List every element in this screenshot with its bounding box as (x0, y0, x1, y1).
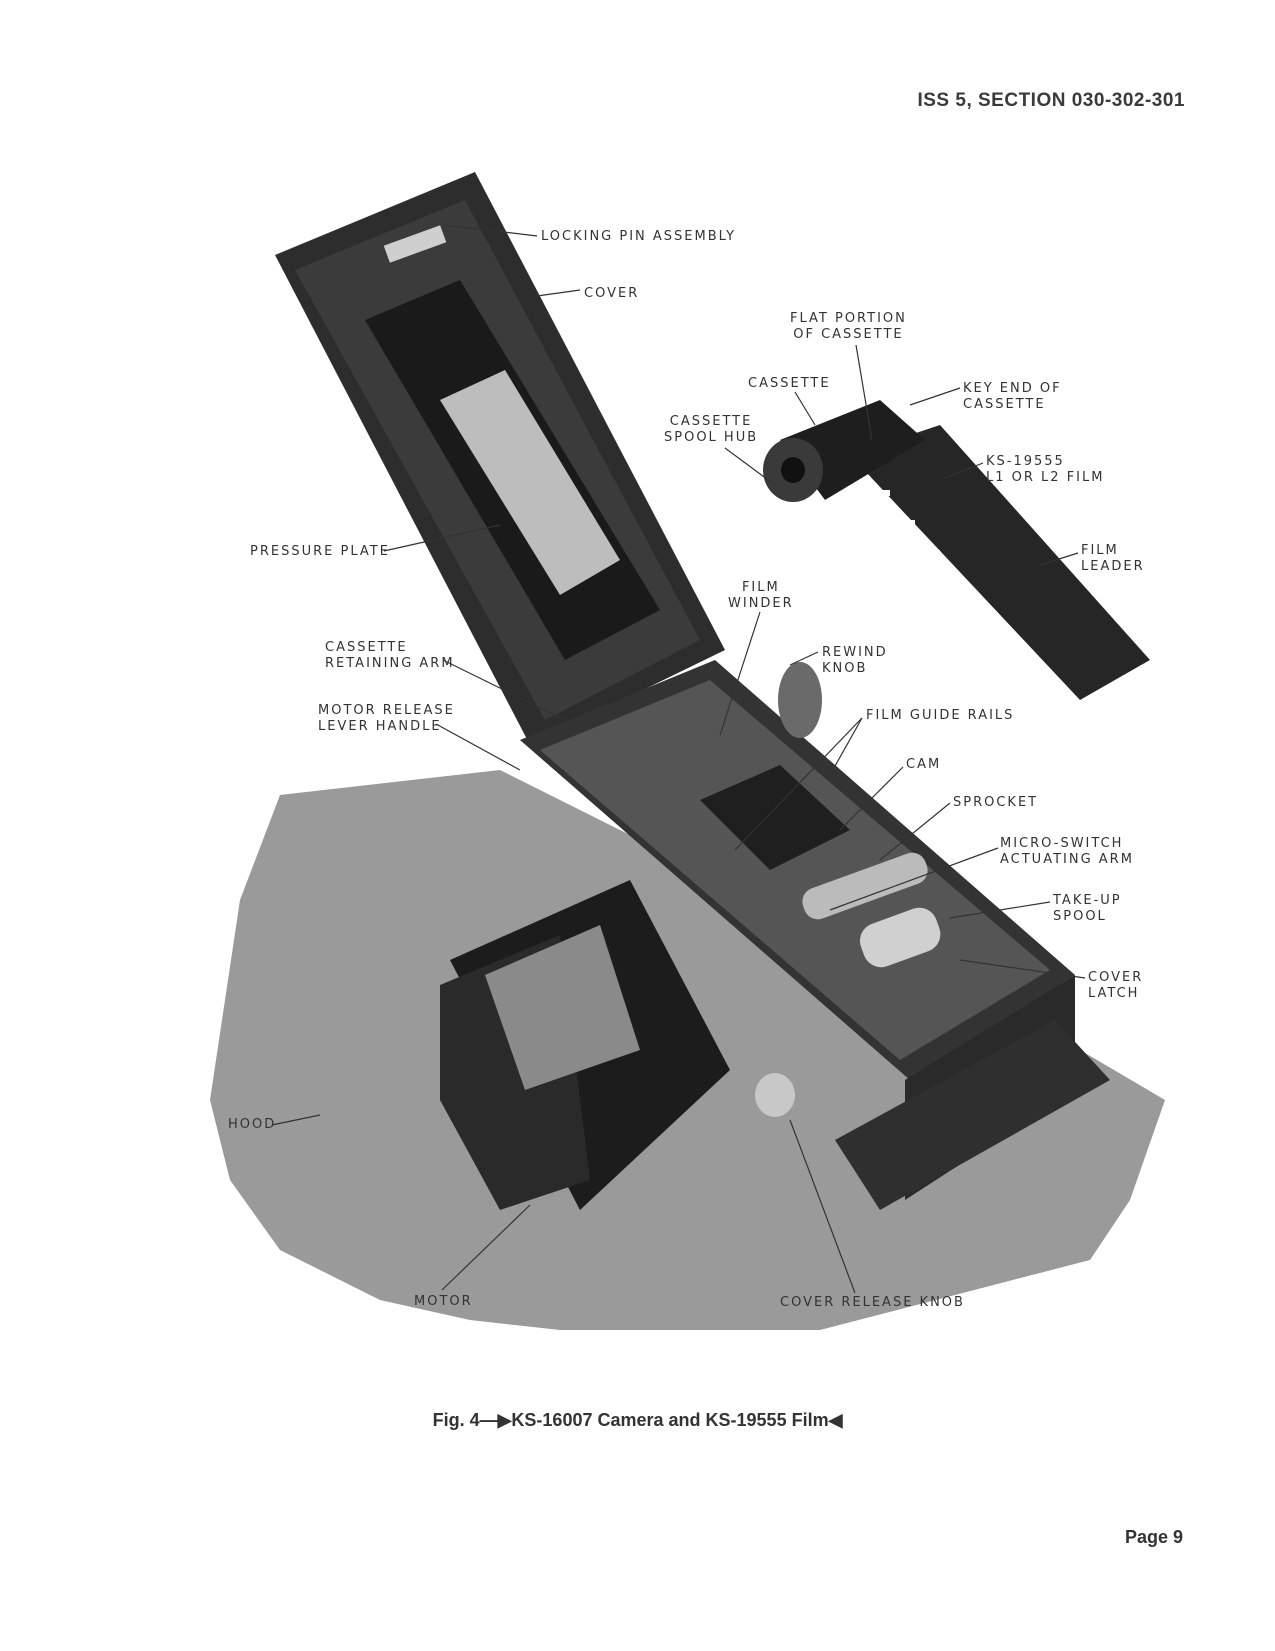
figure-caption: Fig. 4—▶KS-16007 Camera and KS-19555 Fil… (432, 1410, 843, 1430)
label-cover: COVER (584, 286, 640, 301)
pressure-plate-shape (440, 370, 620, 595)
label-motor: MOTOR (414, 1294, 473, 1309)
label-cam: CAM (906, 757, 942, 772)
label-cover-release: COVER RELEASE KNOB (780, 1295, 965, 1310)
section-header: ISS 5, SECTION 030-302-301 (917, 90, 1185, 111)
label-sprocket: SPROCKET (953, 795, 1039, 810)
label-film-guide-rails: FILM GUIDE RAILS (866, 708, 1015, 723)
label-locking-pin: LOCKING PIN ASSEMBLY (541, 229, 737, 244)
label-cassette: CASSETTE (748, 376, 831, 391)
rewind-knob-shape (778, 662, 822, 738)
label-hood: HOOD (228, 1117, 277, 1132)
page-number: Page 9 (1124, 1527, 1183, 1547)
film-strip (850, 425, 1150, 700)
label-pressure-plate: PRESSURE PLATE (250, 544, 390, 559)
